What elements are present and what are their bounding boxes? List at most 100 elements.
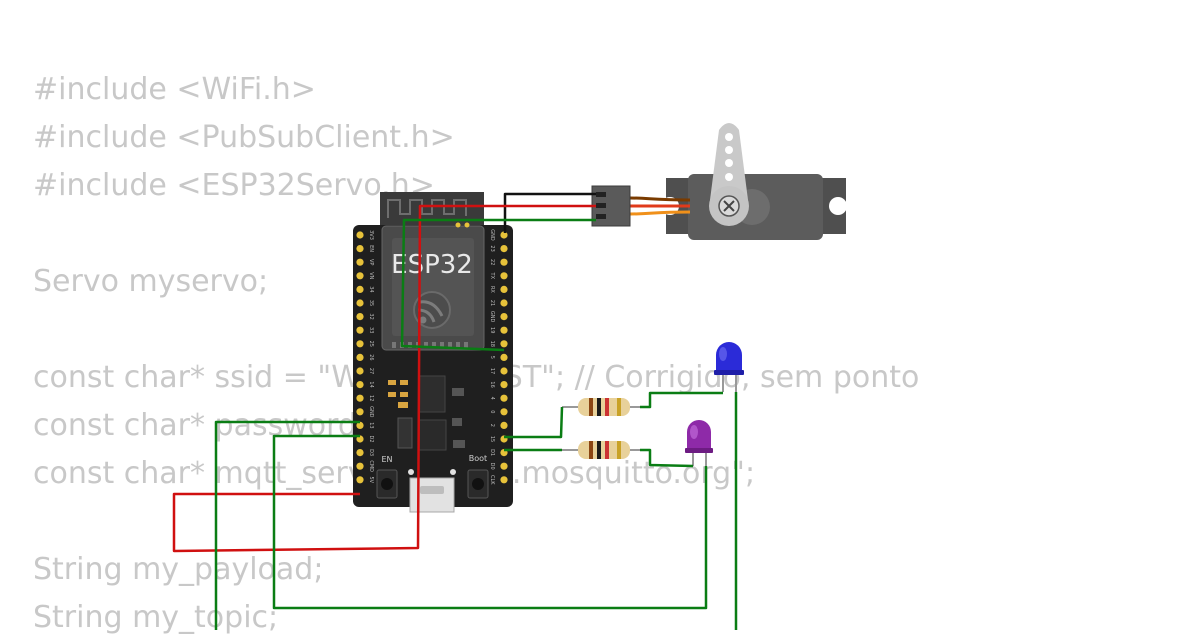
shield-inner xyxy=(392,238,474,336)
resistor-1[interactable] xyxy=(562,398,640,416)
pin-label: 34 xyxy=(368,286,374,292)
pin-4[interactable] xyxy=(500,394,508,402)
pin-22[interactable] xyxy=(500,258,508,266)
pin-clk[interactable] xyxy=(500,476,508,484)
wire-resistor-purple-led[interactable] xyxy=(640,448,694,468)
pin-rx[interactable] xyxy=(500,285,508,293)
pin-label: 14 xyxy=(368,381,374,387)
usb-port xyxy=(420,486,444,494)
board-name: ESP32 xyxy=(391,250,473,280)
pin-d0[interactable] xyxy=(500,462,508,470)
pin-label: 32 xyxy=(368,313,374,319)
wire-gnd-left[interactable] xyxy=(214,420,360,630)
servo-horn-hole xyxy=(725,159,733,167)
pin-d3[interactable] xyxy=(356,449,364,457)
pin-2[interactable] xyxy=(500,421,508,429)
smd-part xyxy=(452,388,464,396)
pin-35[interactable] xyxy=(356,299,364,307)
smd-part xyxy=(452,418,462,426)
servo-horn-hole xyxy=(725,146,733,154)
pin-18[interactable] xyxy=(500,340,508,348)
pin-33[interactable] xyxy=(356,326,364,334)
pin-label: VP xyxy=(368,259,374,265)
pin-gnd[interactable] xyxy=(500,313,508,321)
pin-5v[interactable] xyxy=(356,476,364,484)
pin-label: RX xyxy=(489,286,495,293)
blue-led[interactable] xyxy=(714,342,744,392)
pin-label: 19 xyxy=(489,327,495,333)
pin-label: D3 xyxy=(368,449,374,456)
pin-3v3[interactable] xyxy=(356,231,364,239)
pin-21[interactable] xyxy=(500,299,508,307)
pin-19[interactable] xyxy=(500,326,508,334)
pin-cmd[interactable] xyxy=(356,462,364,470)
servo-wire-orange xyxy=(629,210,691,216)
pin-25[interactable] xyxy=(356,340,364,348)
antenna-pad xyxy=(464,222,470,228)
pin-tx[interactable] xyxy=(500,272,508,280)
pin-vp[interactable] xyxy=(356,258,364,266)
esp32-board[interactable]: ESP32 EN xyxy=(353,192,513,513)
antenna-pad xyxy=(455,222,461,228)
pin-5[interactable] xyxy=(500,353,508,361)
usb-lug xyxy=(450,469,456,475)
pin-label: D2 xyxy=(368,435,374,442)
en-button-cap[interactable] xyxy=(381,478,393,490)
left-pin-header: 3V3ENVPVN343532332526271412GND13D2D3CMD5… xyxy=(356,230,374,484)
pin-gnd[interactable] xyxy=(356,408,364,416)
pin-label: CLK xyxy=(489,475,495,485)
smd-block xyxy=(397,417,413,449)
boot-button-cap[interactable] xyxy=(472,478,484,490)
pin-label: 18 xyxy=(489,341,495,347)
pin-label: GND xyxy=(489,229,495,241)
pin-0[interactable] xyxy=(500,408,508,416)
voltage-regulator xyxy=(418,375,446,413)
pin-label: 35 xyxy=(368,300,374,306)
pin-label: 2 xyxy=(489,424,495,427)
servo-motor[interactable] xyxy=(591,123,847,240)
pin-label: GND xyxy=(489,311,495,323)
pin-vn[interactable] xyxy=(356,272,364,280)
pin-en[interactable] xyxy=(356,245,364,253)
pin-12[interactable] xyxy=(356,394,364,402)
pin-label: 15 xyxy=(489,436,495,442)
pin-26[interactable] xyxy=(356,353,364,361)
pin-gnd[interactable] xyxy=(500,231,508,239)
pin-label: D0 xyxy=(489,463,495,470)
pin-27[interactable] xyxy=(356,367,364,375)
pin-label: 25 xyxy=(368,341,374,347)
pin-label: 3V3 xyxy=(368,230,374,240)
wire-servo-5v[interactable] xyxy=(172,204,596,553)
wire-purple-led-cathode[interactable] xyxy=(272,434,708,610)
pin-label: VN xyxy=(368,272,374,279)
pin-label: 26 xyxy=(368,354,374,360)
boot-button-label: Boot xyxy=(469,454,487,463)
pin-13[interactable] xyxy=(356,421,364,429)
wires xyxy=(172,192,738,630)
pin-label: CMD xyxy=(368,460,374,472)
pin-label: GND xyxy=(368,406,374,418)
servo-screw-cross xyxy=(723,200,735,212)
pin-14[interactable] xyxy=(356,381,364,389)
servo-horn-hole xyxy=(725,133,733,141)
servo-mount-hole xyxy=(829,197,847,215)
usb-connector xyxy=(409,477,455,513)
wire-servo-signal[interactable] xyxy=(400,218,596,352)
pin-34[interactable] xyxy=(356,285,364,293)
espressif-logo-icon xyxy=(413,291,451,329)
resistor-body xyxy=(578,441,630,459)
pin-32[interactable] xyxy=(356,313,364,321)
wire-resistor-blue-led[interactable] xyxy=(640,391,723,409)
purple-led[interactable] xyxy=(685,420,713,466)
usb-lug xyxy=(408,469,414,475)
wire-gpio2-resistor[interactable] xyxy=(504,406,564,439)
pin-16[interactable] xyxy=(500,381,508,389)
smd-part xyxy=(453,440,465,448)
resistor-body xyxy=(578,398,630,416)
pin-17[interactable] xyxy=(500,367,508,375)
pin-23[interactable] xyxy=(500,245,508,253)
resistor-2[interactable] xyxy=(562,441,640,459)
wire-servo-gnd[interactable] xyxy=(503,192,596,233)
